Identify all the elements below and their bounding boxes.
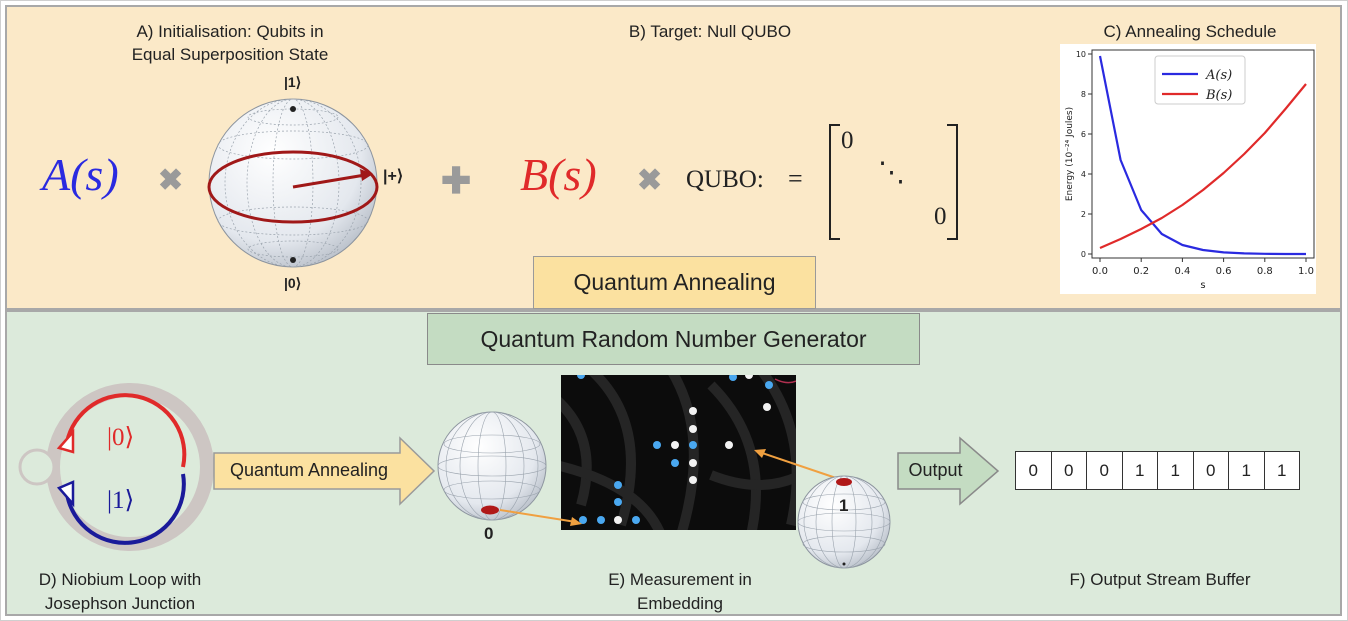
caption-a-line1: A) Initialisation: Qubits in <box>136 22 324 41</box>
plus-icon: ✚ <box>441 160 472 201</box>
bloch-sphere-one <box>797 475 891 569</box>
y-axis-label: Energy (10⁻²⁴ Joules) <box>1065 107 1075 201</box>
x-tick-label: 0.2 <box>1133 266 1149 277</box>
output-arrow-label: Output <box>908 460 963 480</box>
buffer-cell: 1 <box>1157 451 1194 490</box>
measured-zero-label: 0 <box>484 524 494 543</box>
plot-frame <box>1091 49 1315 259</box>
chart-svg: 0.0 0.2 0.4 0.6 0.8 1.0 0 2 4 6 8 10 s Energy (10⁻²⁴ … <box>1065 49 1315 291</box>
x-tick-label: 0.6 <box>1216 266 1232 277</box>
output-arrow <box>897 436 1000 506</box>
embedding-graph <box>561 375 796 530</box>
bloch-sphere-zero <box>437 411 547 521</box>
y-tick-label: 6 <box>1081 130 1086 139</box>
caption-d-line1: D) Niobium Loop with <box>38 570 202 589</box>
x-tick-label: 1.0 <box>1298 266 1314 277</box>
ket-plus-label: |+⟩ <box>383 168 404 185</box>
buffer-cell: 0 <box>1050 451 1087 490</box>
equals-sign: = <box>788 164 803 193</box>
buffer-cell: 1 <box>1228 451 1265 490</box>
buffer-cell: 0 <box>1192 451 1229 490</box>
matrix-top-left: 0 <box>841 127 854 154</box>
series-line-bs <box>1099 83 1307 250</box>
x-tick-label: 0.0 <box>1092 266 1108 277</box>
output-stream-buffer: 0 0 0 1 1 0 1 1 <box>1015 451 1300 490</box>
quantum-annealing-arrow-label: Quantum Annealing <box>229 460 389 480</box>
annealing-schedule-chart: 0.0 0.2 0.4 0.6 0.8 1.0 0 2 4 6 8 10 s Energy (10⁻²⁴ … <box>1060 44 1316 294</box>
legend-box <box>1154 55 1246 105</box>
measurement-arrows <box>499 449 837 526</box>
caption-e-line1: E) Measurement in <box>608 570 752 589</box>
caption-b: B) Target: Null QUBO <box>628 22 792 41</box>
y-tick-label: 8 <box>1081 90 1086 99</box>
legend-label: B(s) <box>1205 88 1232 103</box>
state-zero-label: |0⟩ <box>107 424 135 451</box>
y-tick-label: 2 <box>1081 210 1086 219</box>
legend-label: A(s) <box>1205 68 1232 83</box>
caption-d-line2: Josephson Junction <box>44 594 196 613</box>
caption-a-line2: Equal Superposition State <box>131 45 329 64</box>
qrng-box: Quantum Random Number Generator <box>427 313 920 365</box>
niobium-loop-diagram <box>18 383 214 551</box>
y-tick-label: 0 <box>1081 250 1086 259</box>
x-axis-label: s <box>1200 280 1205 291</box>
buffer-cell: 1 <box>1121 451 1158 490</box>
y-tick-label: 4 <box>1081 170 1086 179</box>
formula-a: A(s) <box>42 149 119 200</box>
matrix-bottom-right: 0 <box>934 203 947 230</box>
qubo-label: QUBO: <box>686 166 764 193</box>
buffer-cell: 1 <box>1263 451 1300 490</box>
matrix-brackets <box>829 124 958 240</box>
caption-f: F) Output Stream Buffer <box>1069 570 1251 589</box>
quantum-annealing-box: Quantum Annealing <box>533 256 816 309</box>
x-tick-label: 0.8 <box>1257 266 1273 277</box>
buffer-cell: 0 <box>1086 451 1123 490</box>
caption-e-line2: Embedding <box>636 594 723 613</box>
qubo-matrix: 0 ⋱ 0 <box>826 123 961 241</box>
matrix-dots: ⋱ <box>878 157 905 187</box>
ket-zero-label: |0⟩ <box>284 275 302 291</box>
measured-one-label: 1 <box>839 496 849 515</box>
caption-c: C) Annealing Schedule <box>1103 22 1277 41</box>
bloch-sphere-superposition <box>207 98 379 268</box>
quantum-annealing-arrow <box>213 436 436 506</box>
series-line-as <box>1098 55 1306 256</box>
times-icon-2: ✖ <box>637 164 663 197</box>
x-tick-label: 0.4 <box>1174 266 1190 277</box>
state-one-label: |1⟩ <box>107 487 135 514</box>
y-tick-label: 10 <box>1076 50 1086 59</box>
ket-one-label: |1⟩ <box>284 74 302 90</box>
times-icon: ✖ <box>158 164 184 197</box>
formula-b: B(s) <box>520 149 597 200</box>
buffer-cell: 0 <box>1015 451 1052 490</box>
